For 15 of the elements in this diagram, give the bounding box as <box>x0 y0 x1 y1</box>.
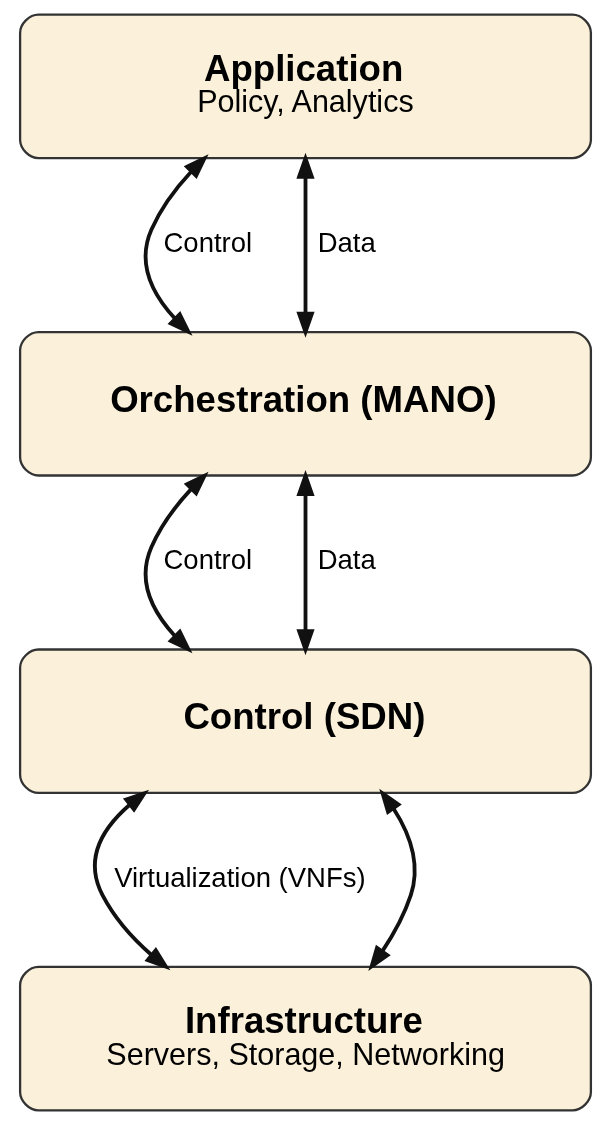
arrow <box>93 789 171 971</box>
arrow <box>143 471 209 654</box>
arrow <box>368 788 417 972</box>
node-box: Orchestration (MANO) <box>18 330 593 477</box>
node-box: Application Policy, Analytics <box>18 13 593 160</box>
edge-label: Data <box>317 544 376 576</box>
edge-label: Virtualization (VNFs) <box>114 861 366 893</box>
edge-label: Control <box>163 226 253 258</box>
arrow <box>143 154 209 336</box>
node-box: Control (SDN) <box>18 648 593 795</box>
edge-label: Control <box>163 544 253 576</box>
edge-label: Data <box>317 226 376 258</box>
arrow <box>296 152 315 338</box>
node-box: Infrastructure Servers, Storage, Networking <box>18 965 593 1112</box>
arrow <box>296 470 315 656</box>
